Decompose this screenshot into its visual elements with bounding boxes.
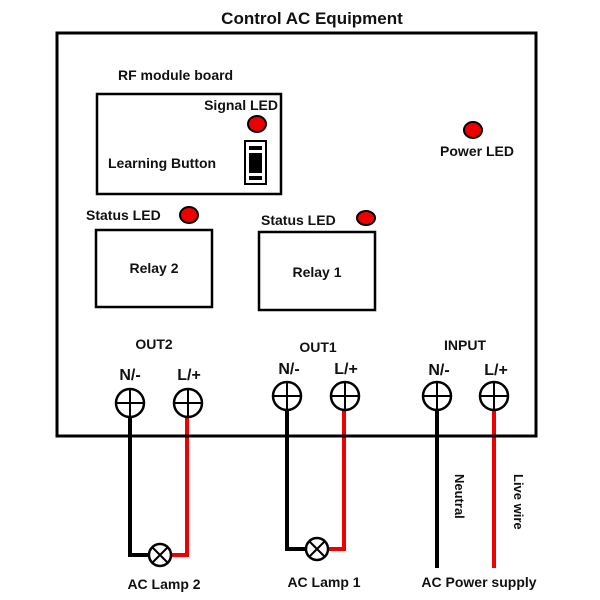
out1-label: OUT1 — [299, 339, 337, 355]
neutral-wire-label: Neutral — [452, 474, 467, 519]
learning-button-label: Learning Button — [108, 155, 216, 171]
lamp2-label: AC Lamp 2 — [127, 576, 200, 592]
terminal-out2-neutral — [114, 387, 146, 419]
lamp1-icon — [304, 536, 330, 562]
relay1-label: Relay 1 — [292, 264, 341, 280]
out2-live-label: L/+ — [177, 367, 201, 384]
terminal-input-live — [478, 380, 510, 412]
relay1-status-led-icon — [356, 210, 376, 226]
terminal-out2-live — [172, 387, 204, 419]
relay2-label: Relay 2 — [129, 260, 178, 276]
relay2-status-led-label: Status LED — [86, 207, 161, 223]
power-supply-label: AC Power supply — [421, 574, 536, 590]
relay1-box — [257, 230, 377, 312]
relay1-status-led-label: Status LED — [261, 212, 336, 228]
power-led-icon — [463, 121, 483, 139]
diagram-title: Control AC Equipment — [221, 9, 403, 28]
out2-neutral-label: N/- — [119, 367, 140, 384]
terminal-input-neutral — [421, 380, 453, 412]
rf-module-label: RF module board — [118, 67, 233, 83]
signal-led-icon — [247, 115, 267, 133]
input-live-label: L/+ — [484, 362, 508, 379]
signal-led-label: Signal LED — [204, 97, 278, 113]
terminal-out1-live — [329, 380, 361, 412]
power-led-label: Power LED — [440, 143, 514, 159]
lamp1-label: AC Lamp 1 — [287, 574, 360, 590]
relay2-status-led-icon — [179, 206, 199, 224]
lamp2-icon — [147, 542, 173, 568]
out1-neutral-label: N/- — [278, 361, 299, 378]
input-label: INPUT — [444, 337, 486, 353]
out1-neutral-wire — [285, 410, 306, 551]
out1-live-wire — [328, 410, 346, 551]
terminal-out1-neutral — [271, 380, 303, 412]
out2-neutral-wire — [128, 417, 150, 557]
live-wire-label: Live wire — [511, 474, 526, 530]
relay2-box — [94, 228, 214, 309]
out2-live-wire — [171, 417, 189, 557]
out2-label: OUT2 — [135, 336, 173, 352]
learning-button[interactable] — [244, 140, 267, 185]
rf-module-board — [95, 92, 283, 196]
input-neutral-label: N/- — [428, 362, 449, 379]
out1-live-label: L/+ — [334, 361, 358, 378]
